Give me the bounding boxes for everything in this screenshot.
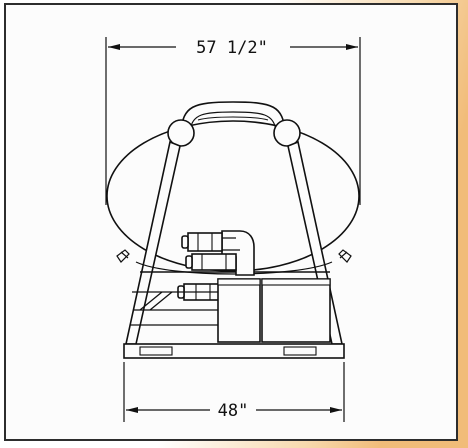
frame-braces xyxy=(130,291,218,326)
pump-and-motor xyxy=(217,278,331,343)
side-lugs xyxy=(116,249,352,263)
width-dimension: 57 1/2" xyxy=(105,37,361,205)
base-dimension: 48" xyxy=(123,362,345,422)
right-ball xyxy=(273,119,301,147)
top-handle xyxy=(180,101,286,133)
base-dimension-label: 48" xyxy=(218,401,249,421)
drawing-panel xyxy=(4,3,458,441)
piping-assembly xyxy=(177,230,255,301)
width-dimension-label: 57 1/2" xyxy=(196,38,268,58)
skid-base xyxy=(123,343,345,359)
left-ball xyxy=(167,119,195,147)
tank-outline xyxy=(106,120,360,272)
